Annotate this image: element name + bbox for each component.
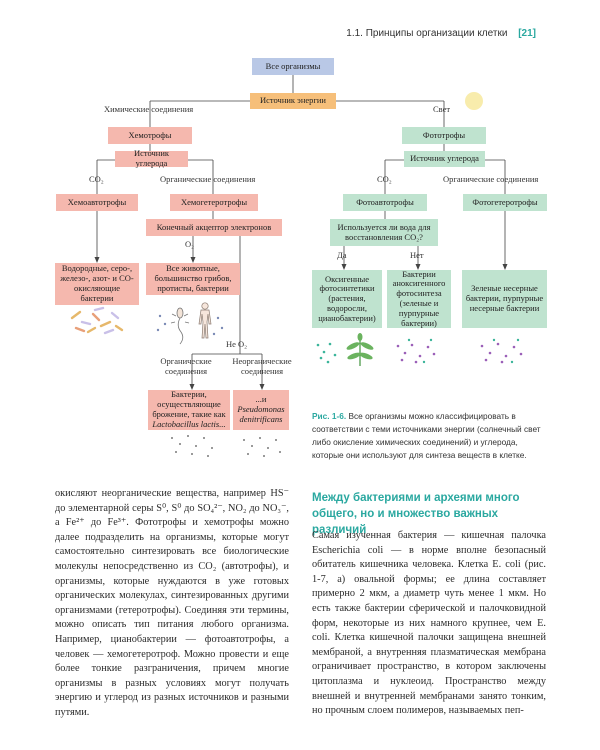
final-acceptor-box: Конечный акцептор электронов <box>146 219 282 236</box>
organic-compounds-label: Органические соединения <box>160 356 212 376</box>
sperm-cell-icon <box>170 307 190 345</box>
pseudomonas-box: ...и Pseudomonas denitrificans <box>233 390 289 430</box>
human-figure-icon <box>198 302 212 339</box>
photoautotrophs-box: Фотоавтотрофы <box>343 194 427 211</box>
bacteria-cluster-icon <box>70 306 124 335</box>
section-title: Между бактериями и археями много общего,… <box>312 492 520 536</box>
bacteria-cluster-icon <box>407 338 433 364</box>
chemoheterotrophs-box: Хемогетеротрофы <box>170 194 258 211</box>
carbon-source-right-box: Источник углерода <box>404 151 485 167</box>
bacteria-cluster-icon <box>480 342 523 364</box>
dots-cluster-icon <box>156 314 224 336</box>
header-section: 1.1. Принципы организации клетки <box>346 28 508 39</box>
caption-text: Все организмы можно классифицировать в с… <box>312 411 541 460</box>
dots-cluster-icon <box>171 435 281 457</box>
left-column-text: окисляют неорганические вещества, наприм… <box>55 488 289 718</box>
chemoautotroph-examples-box: Водородные, серо-, железо-, азот- и CO-о… <box>55 263 139 305</box>
photoheterotroph-examples-box: Зеленые несерные бактерии, пурпурные нес… <box>462 270 547 328</box>
chemical-compounds-label: Химические соединения <box>104 104 194 114</box>
fermentation-text: Бактерии, осуществляющие брожение, такие… <box>152 389 226 419</box>
photoheterotrophs-box: Фотогетеротрофы <box>463 194 547 211</box>
page-number: [21] <box>518 28 536 39</box>
running-header: 1.1. Принципы организации клетки [21] <box>346 28 536 39</box>
figure-caption: Рис. 1-6. Все организмы можно классифици… <box>312 410 544 462</box>
o2-label: O₂ <box>185 239 195 249</box>
pseudomonas-prefix: ...и <box>255 394 267 405</box>
carbon-source-left-box: Источник углерода <box>115 148 188 168</box>
chemotrophs-box: Хемотрофы <box>108 127 192 144</box>
bacteria-cluster-icon <box>396 343 436 364</box>
yes-label: Да <box>337 250 347 260</box>
co2-left-label: CO₂ <box>89 174 104 184</box>
energy-source-box: Источник энергии <box>250 93 336 109</box>
water-question-box: Используется ли вода для восстановления … <box>330 219 438 246</box>
fermentation-box: Бактерии, осуществляющие брожение, такие… <box>148 390 230 430</box>
anoxygenic-box: Бактерии аноксигенного фотосинтеза (зеле… <box>387 269 451 328</box>
inorganic-compounds-label: Неорганические соединения <box>232 356 292 376</box>
fermentation-species: Lactobacillus lactis... <box>152 418 226 429</box>
oxygenic-box: Оксигенные фотосинтетики (растения, водо… <box>312 270 382 328</box>
organic-right-label: Органические соединения <box>443 174 539 184</box>
no-o2-label: Не O₂ <box>226 339 248 349</box>
chemoautotrophs-box: Хемоавтотрофы <box>56 194 138 211</box>
right-column-text: Самая изученная бактерия — кишечная пало… <box>312 530 546 717</box>
bacteria-cluster-icon <box>492 338 520 364</box>
co2-right-label: CO₂ <box>377 174 392 184</box>
phototrophs-box: Фототрофы <box>402 127 486 144</box>
light-label: Свет <box>433 104 451 114</box>
plant-icon <box>346 333 374 366</box>
no-label: Нет <box>410 250 424 260</box>
diagram-connectors <box>70 75 523 457</box>
chemoheterotroph-examples-box: Все животные, большинство грибов, протис… <box>146 263 240 295</box>
pseudomonas-species: Pseudomonas denitrificans <box>237 404 285 424</box>
all-organisms-box: Все организмы <box>252 58 334 75</box>
sun-icon <box>465 92 483 110</box>
caption-label: Рис. 1-6. <box>312 411 347 421</box>
bacteria-cluster-icon <box>316 342 337 364</box>
organic-left-label: Органические соединения <box>160 174 256 184</box>
